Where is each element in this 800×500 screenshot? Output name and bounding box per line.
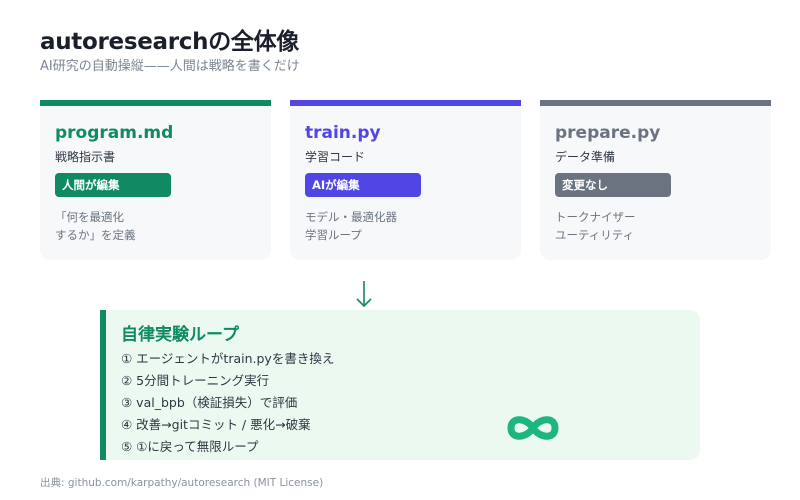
editor-badge: 変更なし [555,173,671,197]
page-title: autoresearchの全体像 [40,29,299,55]
down-arrow-icon [356,281,372,308]
card-note: トークナイザー ユーティリティ [555,208,636,244]
source-credit: 出典: github.com/karpathy/autoresearch (MI… [40,477,324,489]
loop-step: ① エージェントがtrain.pyを書き換え [121,351,335,366]
card-file-name: program.md [55,123,174,143]
card-note: 「何を最適化 するか」を定義 [55,208,136,244]
loop-step: ③ val_bpb（検証損失）で評価 [121,395,298,410]
card-note-line: 「何を最適化 [55,210,124,224]
autonomous-loop-panel: 自律実験ループ ① エージェントがtrain.pyを書き換え ② 5分間トレーニ… [100,310,700,460]
card-file-name: train.py [305,123,381,143]
card-note-line: 学習ループ [305,228,362,242]
editor-badge: AIが編集 [305,173,421,197]
card-note-line: モデル・最適化器 [305,210,397,224]
card-note-line: ユーティリティ [555,228,635,242]
loop-steps: ① エージェントがtrain.pyを書き換え ② 5分間トレーニング実行 ③ v… [121,348,334,458]
card-description: データ準備 [555,150,616,164]
loop-title: 自律実験ループ [121,325,239,345]
card-program-md: program.md 戦略指示書 人間が編集 「何を最適化 するか」を定義 [40,100,271,260]
page-subtitle: AI研究の自動操縦——人間は戦略を書くだけ [40,59,300,74]
card-description: 学習コード [305,150,366,164]
card-note-line: するか」を定義 [55,228,136,242]
editor-badge: 人間が編集 [55,173,171,197]
card-note: モデル・最適化器 学習ループ [305,208,397,244]
infinity-icon [507,416,559,440]
card-prepare-py: prepare.py データ準備 変更なし トークナイザー ユーティリティ [540,100,771,260]
card-train-py: train.py 学習コード AIが編集 モデル・最適化器 学習ループ [290,100,521,260]
loop-step: ⑤ ①に戻って無限ループ [121,439,259,454]
loop-step: ④ 改善→gitコミット / 悪化→破棄 [121,417,311,432]
loop-step: ② 5分間トレーニング実行 [121,373,270,388]
card-file-name: prepare.py [555,123,661,143]
card-description: 戦略指示書 [55,150,116,164]
card-note-line: トークナイザー [555,210,636,224]
